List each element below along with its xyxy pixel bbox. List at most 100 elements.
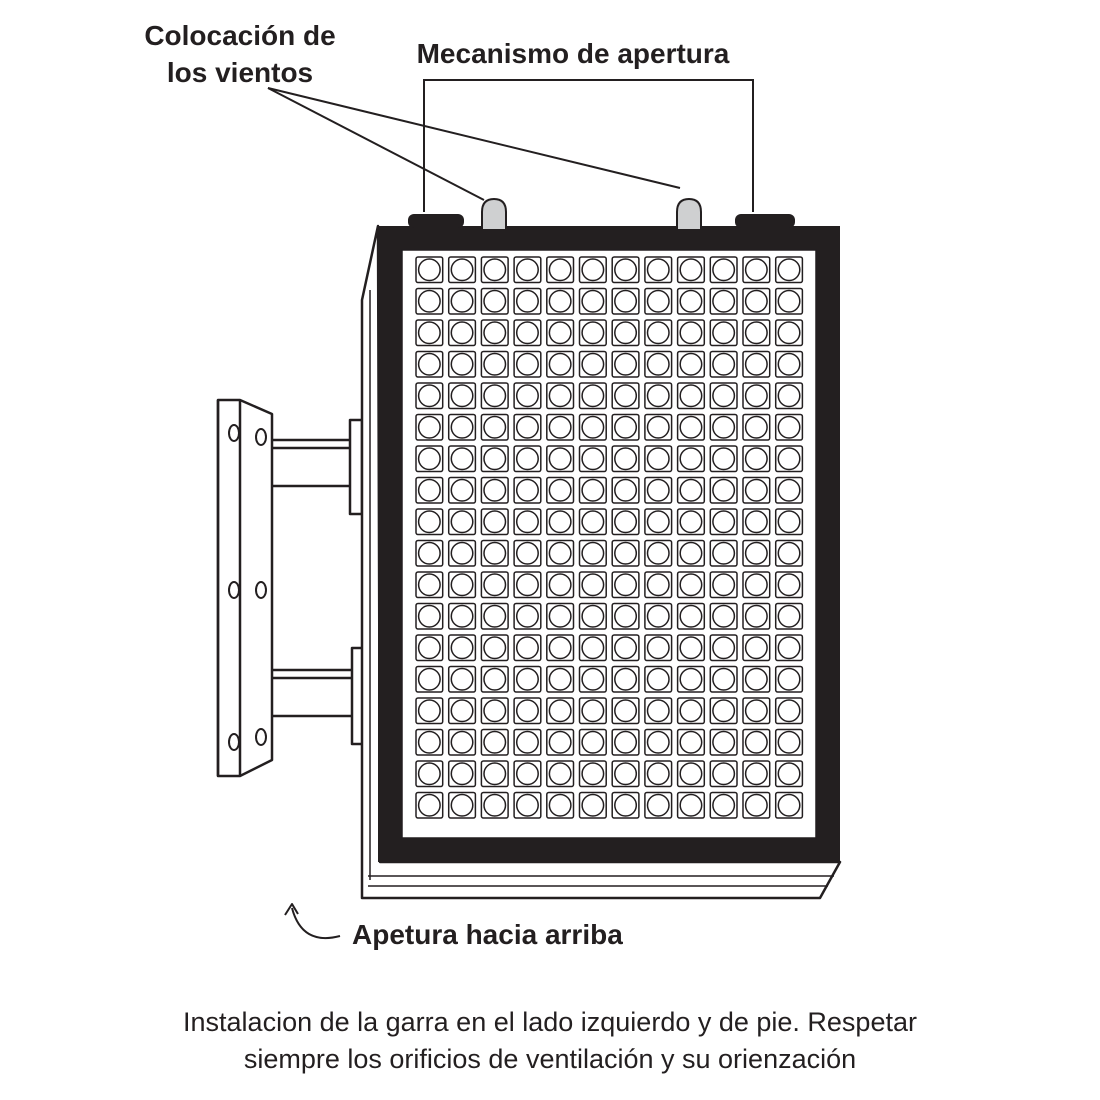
vent-hole (450, 510, 474, 534)
vent-hole (450, 352, 474, 376)
vent-hole (646, 289, 670, 313)
vent-hole (417, 699, 441, 723)
vent-hole (777, 415, 801, 439)
opening-mechanism-clips (408, 214, 795, 228)
vent-hole (646, 541, 670, 565)
vent-hole (744, 289, 768, 313)
vent-hole (744, 541, 768, 565)
vent-hole (581, 699, 605, 723)
vent-hole (515, 667, 539, 691)
vent-hole (450, 793, 474, 817)
vent-hole (450, 636, 474, 660)
vent-hole (581, 667, 605, 691)
vent-hole (515, 793, 539, 817)
vent-hole (646, 415, 670, 439)
vent-hole (679, 573, 703, 597)
vent-hole (483, 667, 507, 691)
vent-hole (777, 604, 801, 628)
vent-hole (712, 541, 736, 565)
vent-hole (777, 573, 801, 597)
vent-hole (450, 384, 474, 408)
vent-hole (679, 699, 703, 723)
vent-hole (614, 510, 638, 534)
vent-hole (679, 258, 703, 282)
vent-hole (744, 384, 768, 408)
vent-hole (417, 510, 441, 534)
vent-hole (777, 541, 801, 565)
vent-hole (450, 447, 474, 471)
vent-hole (483, 762, 507, 786)
vents-label-line2: los vientos (167, 57, 313, 88)
vent-hole (646, 762, 670, 786)
vent-hole (614, 762, 638, 786)
vent-grid (415, 256, 804, 819)
vent-hole (712, 289, 736, 313)
vent-hole (679, 730, 703, 754)
vent-hole (777, 762, 801, 786)
vent-hole (712, 478, 736, 502)
vent-hole (483, 415, 507, 439)
vent-hole (646, 447, 670, 471)
vent-hole (679, 321, 703, 345)
vent-cap-left (481, 197, 507, 231)
vent-hole (417, 258, 441, 282)
vent-hole (515, 541, 539, 565)
vent-hole (483, 793, 507, 817)
vent-hole (417, 478, 441, 502)
vent-hole (548, 604, 572, 628)
vent-hole (417, 447, 441, 471)
vent-hole (581, 478, 605, 502)
vent-hole (450, 762, 474, 786)
vent-hole (483, 352, 507, 376)
vent-hole (483, 604, 507, 628)
vent-hole (646, 604, 670, 628)
vent-hole (712, 573, 736, 597)
vent-hole (581, 258, 605, 282)
vent-hole (417, 352, 441, 376)
vent-hole (515, 478, 539, 502)
vent-hole (417, 289, 441, 313)
vent-hole (581, 447, 605, 471)
vent-hole (679, 384, 703, 408)
vent-hole (712, 636, 736, 660)
vent-hole (548, 573, 572, 597)
caption: Instalacion de la garra en el lado izqui… (0, 1004, 1100, 1078)
vent-hole (679, 793, 703, 817)
clip-left (408, 214, 464, 228)
vent-hole (450, 478, 474, 502)
vent-hole (712, 793, 736, 817)
vent-hole (679, 447, 703, 471)
vent-hole (744, 667, 768, 691)
vent-hole (614, 289, 638, 313)
vent-hole (777, 447, 801, 471)
vent-hole (679, 667, 703, 691)
vent-hole (581, 415, 605, 439)
vent-hole (548, 730, 572, 754)
vent-hole (712, 667, 736, 691)
vent-hole (581, 384, 605, 408)
vent-hole (679, 762, 703, 786)
vent-hole (744, 447, 768, 471)
vent-hole (417, 636, 441, 660)
vent-hole (515, 604, 539, 628)
vent-hole (450, 258, 474, 282)
vent-hole (646, 321, 670, 345)
vent-hole (548, 384, 572, 408)
vent-hole (744, 321, 768, 345)
vent-hole (483, 730, 507, 754)
vent-hole (646, 510, 670, 534)
vent-hole (679, 541, 703, 565)
vent-hole (515, 447, 539, 471)
vent-hole (548, 636, 572, 660)
vent-cap-right (676, 197, 702, 231)
vent-hole (483, 699, 507, 723)
vent-hole (450, 321, 474, 345)
vent-hole (614, 730, 638, 754)
vent-hole (515, 321, 539, 345)
vent-hole (614, 384, 638, 408)
vent-hole (744, 352, 768, 376)
caption-line2: siempre los orificios de ventilación y s… (243, 1044, 857, 1074)
vent-hole (515, 289, 539, 313)
vent-hole (450, 699, 474, 723)
